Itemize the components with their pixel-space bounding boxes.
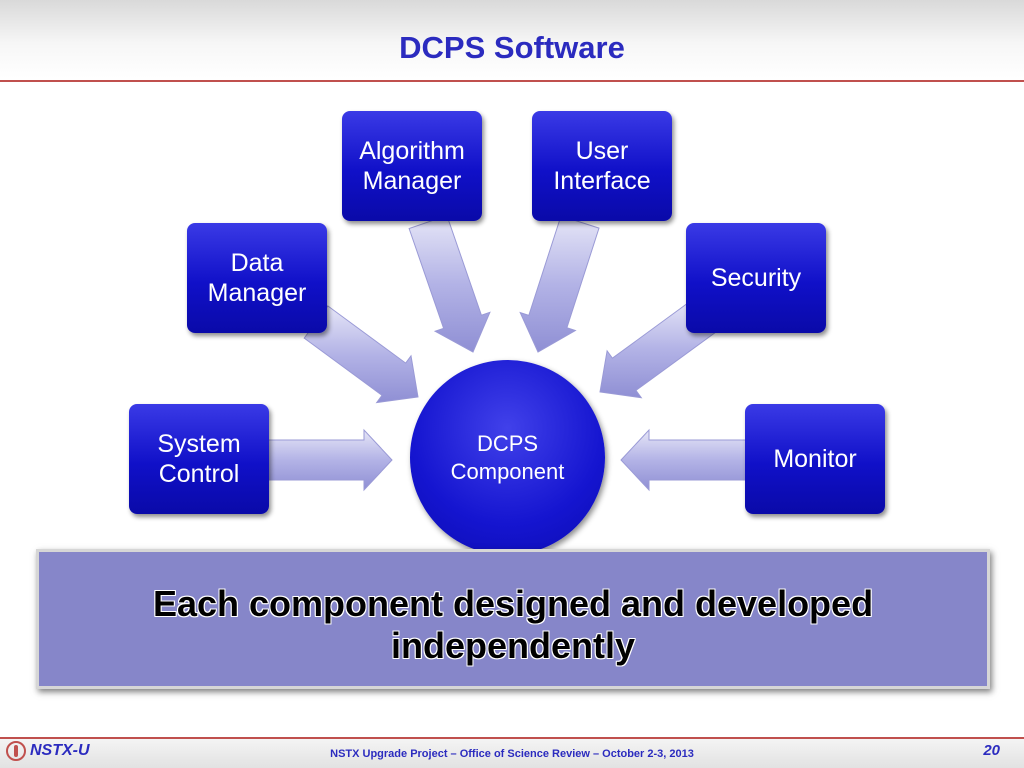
algorithm-manager-label: Algorithm Manager bbox=[359, 137, 465, 195]
user-interface-label: User Interface bbox=[553, 137, 651, 195]
header-band bbox=[0, 0, 1024, 78]
monitor-label: Monitor bbox=[773, 445, 857, 473]
nstx-u-logo-text: NSTX-U bbox=[30, 742, 90, 759]
slide-title: DCPS Software bbox=[399, 30, 625, 65]
page-number: 20 bbox=[983, 742, 1000, 759]
system-control-box[interactable]: System Control bbox=[129, 404, 269, 514]
arrow-data-manager bbox=[303, 305, 419, 404]
arrow-system-control bbox=[267, 428, 393, 492]
footer-divider bbox=[0, 737, 1024, 739]
summary-banner: Each component designed and developed in… bbox=[36, 549, 990, 689]
title-divider bbox=[0, 80, 1024, 82]
data-manager-label: Data Manager bbox=[207, 249, 307, 307]
footer-band bbox=[0, 739, 1024, 768]
nstx-u-logo: NSTX-U bbox=[6, 741, 90, 761]
data-manager-box[interactable]: Data Manager bbox=[187, 223, 327, 333]
security-label: Security bbox=[710, 264, 802, 292]
arrow-algorithm-manager bbox=[408, 214, 491, 353]
summary-banner-text: Each component designed and developed in… bbox=[152, 583, 874, 666]
dcps-component-circle[interactable]: DCPS Component bbox=[410, 360, 605, 555]
security-box[interactable]: Security bbox=[686, 223, 826, 333]
algorithm-manager-box[interactable]: Algorithm Manager bbox=[342, 111, 482, 221]
arrow-monitor bbox=[620, 428, 747, 492]
arrow-user-interface bbox=[519, 215, 600, 353]
dcps-component-label: DCPS Component bbox=[450, 430, 565, 484]
nstx-logo-icon bbox=[6, 741, 26, 761]
system-control-label: System Control bbox=[157, 430, 241, 488]
footer-text: NSTX Upgrade Project – Office of Science… bbox=[330, 748, 694, 760]
user-interface-box[interactable]: User Interface bbox=[532, 111, 672, 221]
monitor-box[interactable]: Monitor bbox=[745, 404, 885, 514]
